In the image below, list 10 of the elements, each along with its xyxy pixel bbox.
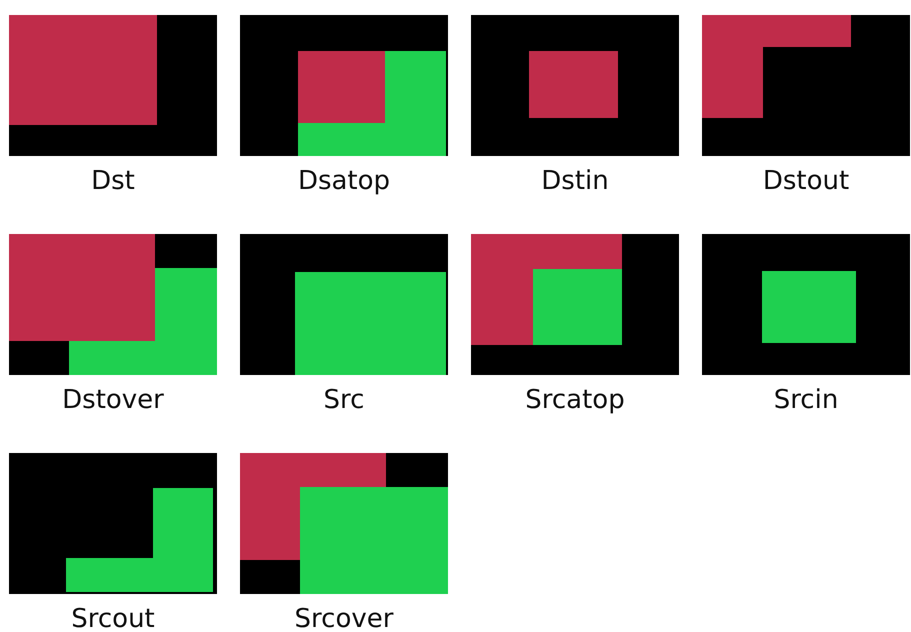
mode-label: Dstout [762,166,850,196]
mode-label: Dstin [541,166,609,196]
mode-label: Dst [91,166,135,196]
mode-label: Srcin [774,385,838,415]
mode-label: Srcout [71,604,155,632]
mode-label: Dstover [62,385,164,415]
mode-label: Srcover [294,604,394,632]
mode-label: Srcatop [525,385,625,415]
mode-label: Dsatop [298,166,390,196]
mode-label: Src [324,385,364,415]
